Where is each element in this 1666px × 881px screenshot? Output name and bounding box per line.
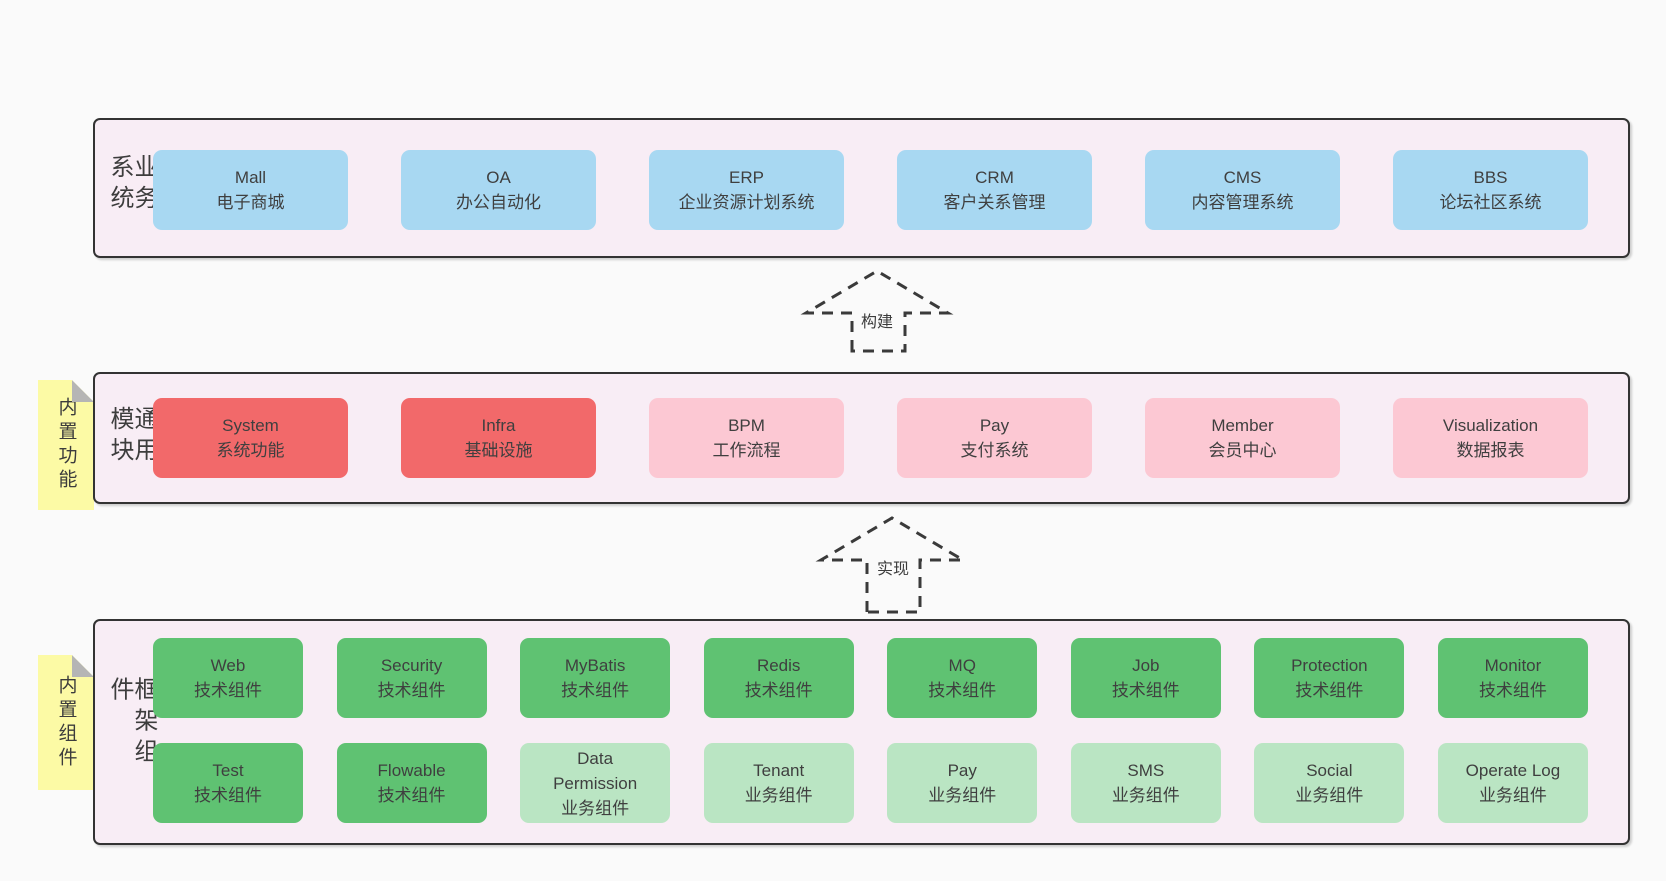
box-security: Security 技术组件	[336, 638, 487, 718]
box-row: Mall 电子商城 OA 办公自动化 ERP 企业资源计划系统 CRM 客户关系…	[153, 150, 1588, 230]
implement-arrow-label: 实现	[873, 554, 913, 580]
box-social: Social 业务组件	[1254, 743, 1405, 823]
box-bpm: BPM 工作流程	[649, 398, 844, 478]
box-flowable: Flowable 技术组件	[336, 743, 487, 823]
layer-panel-common-modules: 通用模块 System 系统功能 Infra 基础设施 BPM 工作流程 Pay…	[93, 372, 1630, 504]
box-test: Test 技术组件	[153, 743, 303, 823]
up-arrow-icon	[800, 269, 954, 353]
box-crm: CRM 客户关系管理	[897, 150, 1092, 230]
box-web: Web 技术组件	[153, 638, 303, 718]
layer-panel-framework-components: 框架组件 Web 技术组件 Security 技术组件 MyBatis 技术组件…	[93, 619, 1630, 845]
box-data-permission: Data Permission 业务组件	[520, 743, 671, 823]
sticky-note-built-in-components: 内置组件	[38, 655, 94, 790]
box-visualization: Visualization 数据报表	[1393, 398, 1588, 478]
up-arrow-icon	[815, 516, 969, 614]
box-cms: CMS 内容管理系统	[1145, 150, 1340, 230]
box-protection: Protection 技术组件	[1254, 638, 1405, 718]
box-member: Member 会员中心	[1145, 398, 1340, 478]
box-row: Web 技术组件 Security 技术组件 MyBatis 技术组件 Redi…	[153, 638, 1588, 718]
box-sms: SMS 业务组件	[1070, 743, 1221, 823]
layer-title-common-modules: 通用模块	[106, 406, 157, 468]
box-bbs: BBS 论坛社区系统	[1393, 150, 1588, 230]
layer-panel-business-systems: 业务系统 Mall 电子商城 OA 办公自动化 ERP 企业资源计划系统 CRM…	[93, 118, 1630, 258]
box-monitor: Monitor 技术组件	[1437, 638, 1588, 718]
box-erp: ERP 企业资源计划系统	[649, 150, 844, 230]
folded-corner-icon	[72, 380, 94, 402]
build-arrow-label: 构建	[857, 307, 897, 333]
note-label: 内置功能	[55, 397, 77, 493]
implement-arrow: 实现	[811, 509, 975, 615]
box-job: Job 技术组件	[1070, 638, 1221, 718]
box-mall: Mall 电子商城	[153, 150, 348, 230]
box-operate-log: Operate Log 业务组件	[1437, 743, 1588, 823]
box-row: System 系统功能 Infra 基础设施 BPM 工作流程 Pay 支付系统…	[153, 398, 1588, 478]
box-system: System 系统功能	[153, 398, 348, 478]
box-mybatis: MyBatis 技术组件	[520, 638, 671, 718]
layer-title-business-systems: 业务系统	[106, 154, 157, 216]
box-infra: Infra 基础设施	[401, 398, 596, 478]
note-label: 内置组件	[55, 674, 77, 771]
box-pay-component: Pay 业务组件	[887, 743, 1038, 823]
box-redis: Redis 技术组件	[703, 638, 854, 718]
folded-corner-icon	[72, 655, 94, 677]
box-tenant: Tenant 业务组件	[703, 743, 854, 823]
sticky-note-built-in-features: 内置功能	[38, 380, 94, 510]
box-mq: MQ 技术组件	[887, 638, 1038, 718]
layer-title-framework-components: 框架组件	[106, 676, 157, 770]
box-row: Test 技术组件 Flowable 技术组件 Data Permission …	[153, 743, 1588, 823]
box-oa: OA 办公自动化	[401, 150, 596, 230]
box-pay-module: Pay 支付系统	[897, 398, 1092, 478]
build-arrow: 构建	[796, 262, 958, 354]
